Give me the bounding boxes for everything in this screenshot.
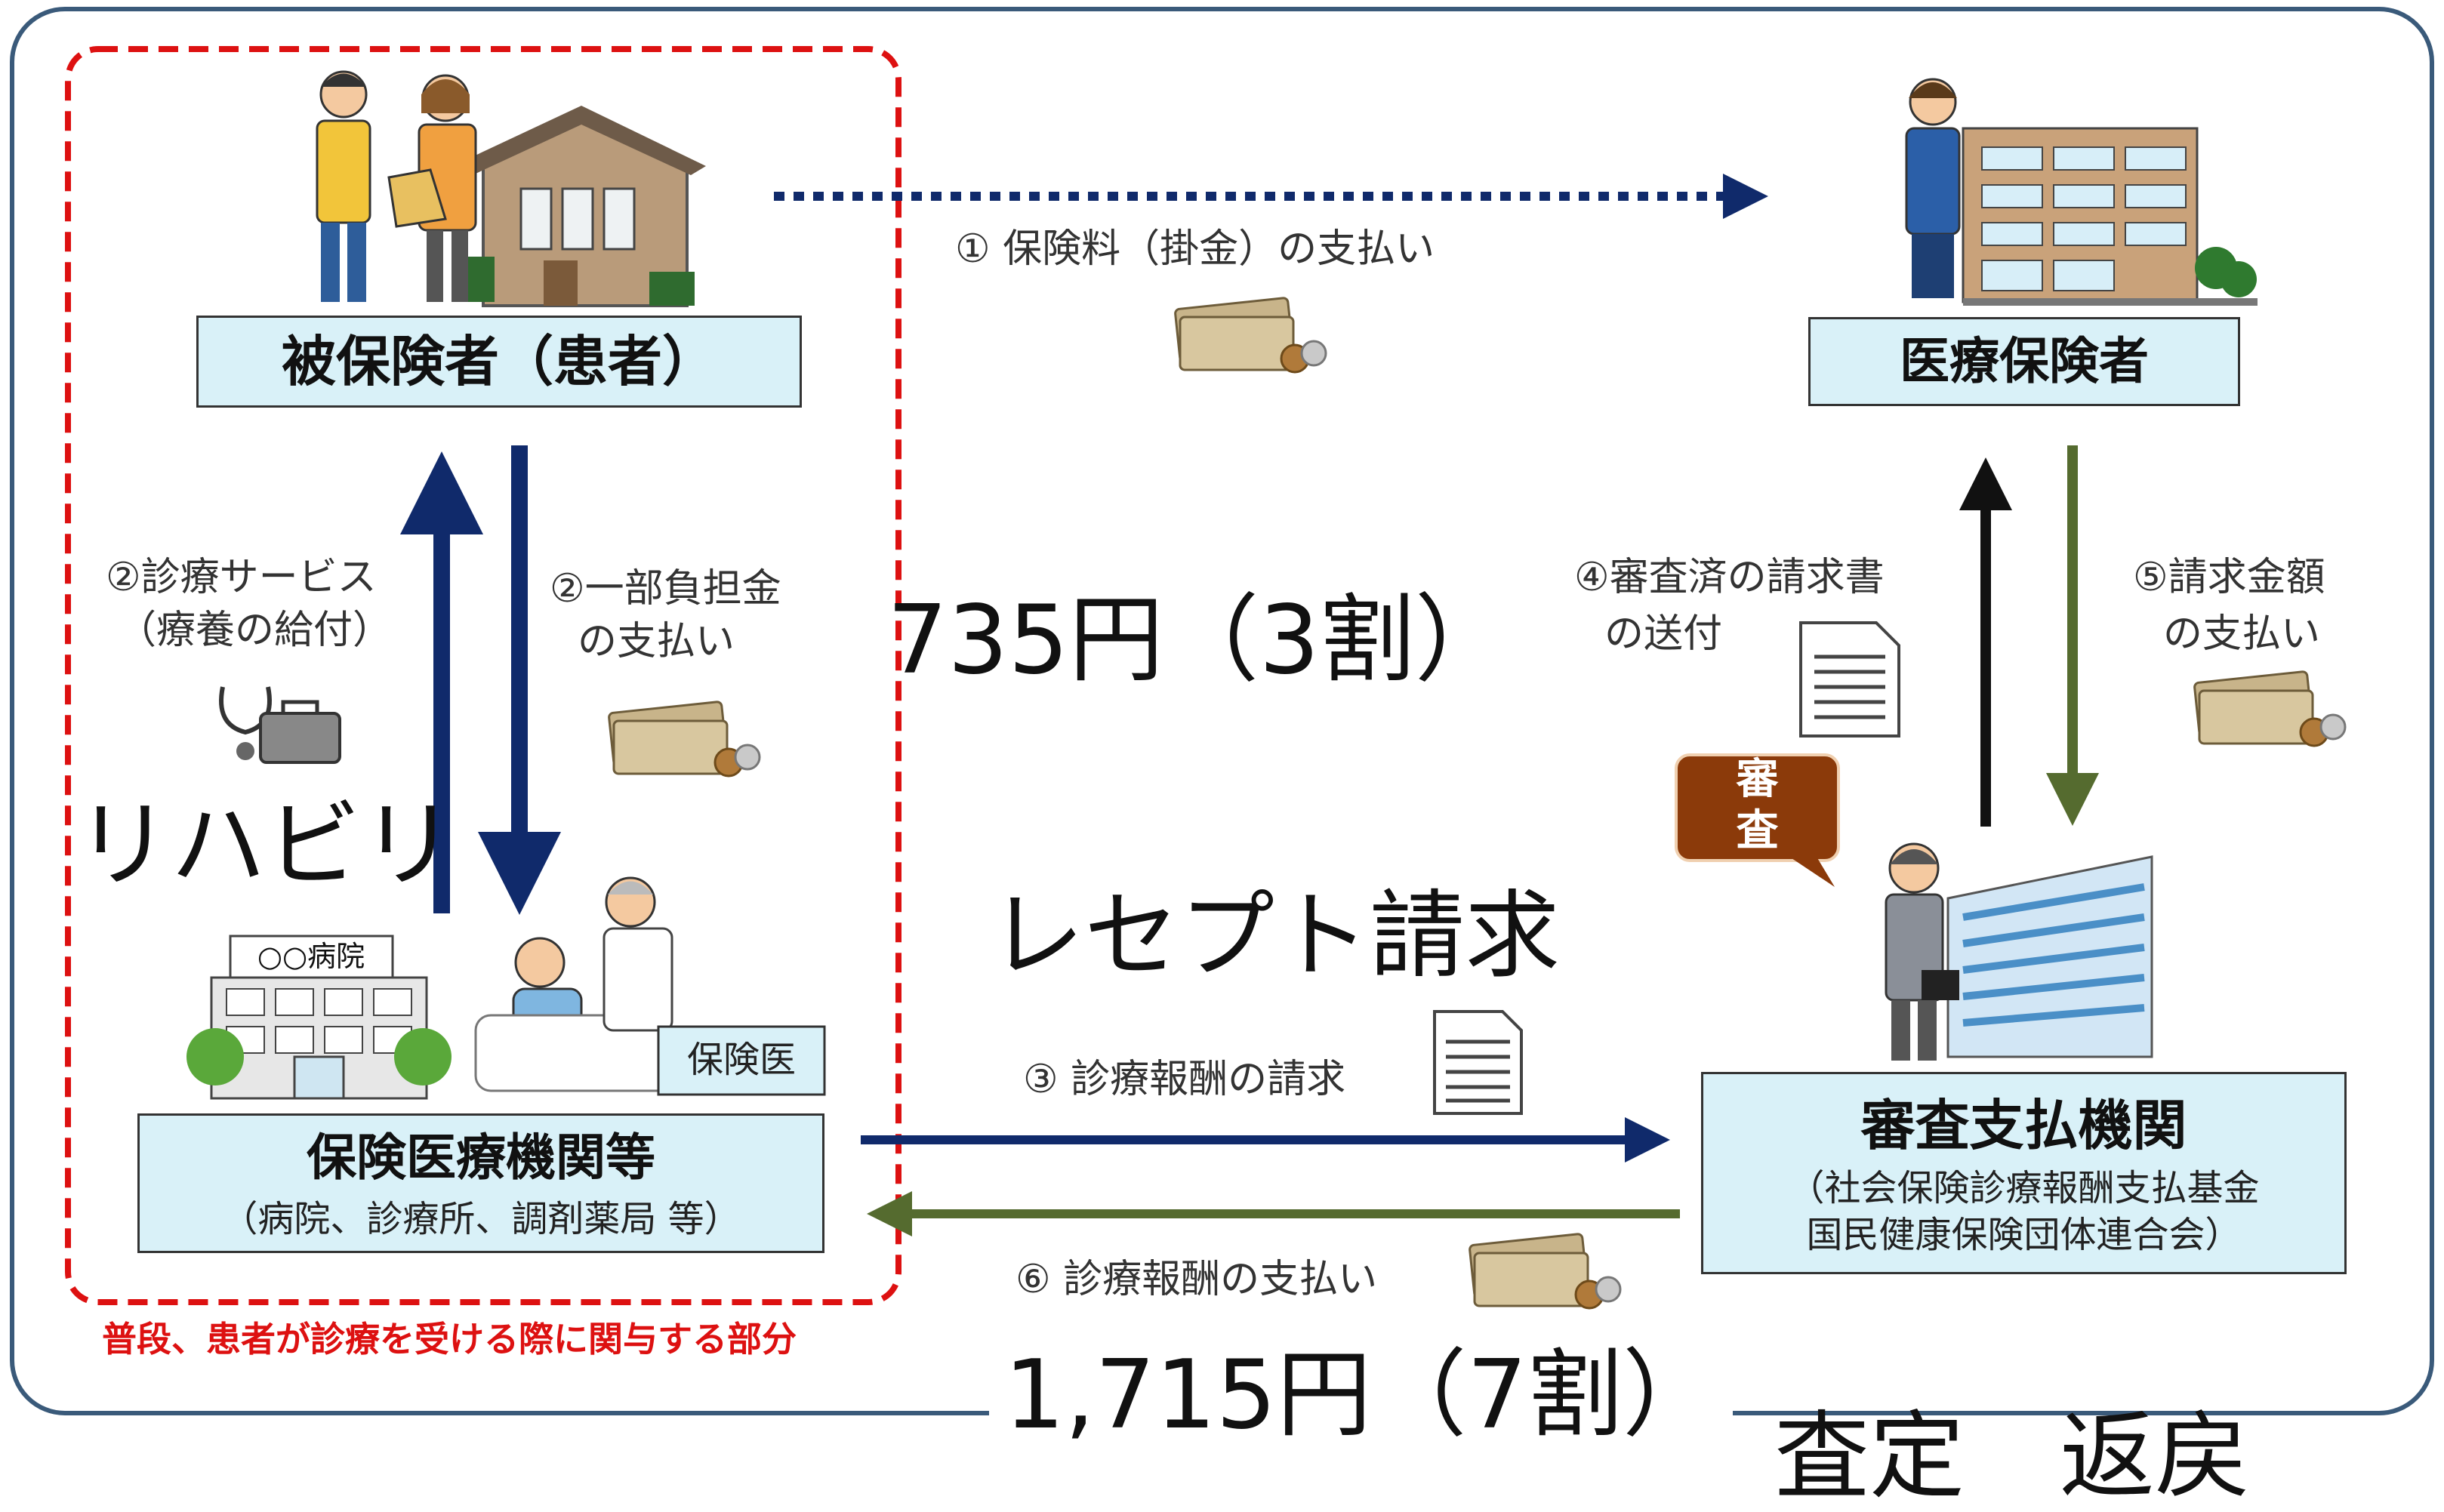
examiner-illustration xyxy=(1675,753,2153,1061)
flow-2a-label-line2: （療養の給付） xyxy=(117,608,393,653)
insured-title: 被保険者（患者） xyxy=(281,330,717,393)
document-icon-claim xyxy=(1433,1010,1523,1115)
facility-box: 保険医療機関等 （病院、診療所、調剤薬局 等） xyxy=(137,1113,824,1253)
region-caption: 普段、患者が診療を受ける際に関与する部分 xyxy=(102,1319,797,1360)
flow-4-label-line2: の送付 xyxy=(1604,611,1723,657)
diagram-graphics xyxy=(10,7,2434,1415)
money-icon-reimburse xyxy=(1469,1233,1622,1310)
examiner-subtitle-line2: 国民健康保険団体連合会） xyxy=(1806,1214,2242,1256)
flow-6-label: ⑥ 診療報酬の支払い xyxy=(1016,1257,1378,1302)
overlay-reimburse: 1,715円（7割） xyxy=(989,1342,1733,1448)
facility-subtitle: （病院、診療所、調剤薬局 等） xyxy=(221,1198,741,1240)
medical-bag-icon xyxy=(219,686,341,764)
overlay-bottom-partial: 査定 返戻 xyxy=(1774,1401,2250,1512)
money-icon-claim-payment xyxy=(2193,670,2347,747)
hospital-illustration xyxy=(186,876,826,1100)
examiner-box: 審査支払機関 （社会保険診療報酬支払基金 国民健康保険団体連合会） xyxy=(1701,1072,2347,1274)
money-icon-premium xyxy=(1174,297,1327,374)
speech-bubble-char-2: 査 xyxy=(1736,806,1779,855)
overlay-rehab: リハビリ xyxy=(76,790,456,901)
flow-5-label-line1: ⑤請求金額 xyxy=(2133,555,2325,600)
examiner-title: 審査支払機関 xyxy=(1860,1094,2187,1157)
facility-title: 保険医療機関等 xyxy=(307,1129,655,1187)
hospital-sign: ○○病院 xyxy=(257,940,365,973)
flow-4-label-line1: ④審査済の請求書 xyxy=(1574,555,1885,600)
insurer-illustration xyxy=(1905,78,2258,306)
insured-illustration xyxy=(316,70,706,307)
speech-bubble-char-1: 審 xyxy=(1736,755,1779,804)
examiner-subtitle-line1: （社会保険診療報酬支払基金 xyxy=(1788,1167,2260,1209)
insurer-title: 医療保険者 xyxy=(1900,332,2149,390)
overlay-receipt: レセプト請求 xyxy=(989,880,1560,991)
overlay-copay: 735円（3割） xyxy=(887,584,1510,695)
doctor-tag: 保険医 xyxy=(686,1039,796,1081)
flow-2b-label-line2: の支払い xyxy=(578,619,735,664)
money-icon-copay xyxy=(608,701,761,778)
insured-box: 被保険者（患者） xyxy=(196,316,802,408)
flow-2b-label-line1: ②一部負担金 xyxy=(550,566,781,611)
flow-5-label-line2: の支払い xyxy=(2163,611,2321,657)
flow-3-label: ③ 診療報酬の請求 xyxy=(1023,1057,1346,1102)
document-icon-statement xyxy=(1799,621,1900,738)
flow-1-label: ① 保険料（掛金）の支払い xyxy=(955,226,1435,272)
insurer-box: 医療保険者 xyxy=(1808,317,2240,406)
flow-2a-label-line1: ②診療サービス xyxy=(106,555,377,600)
